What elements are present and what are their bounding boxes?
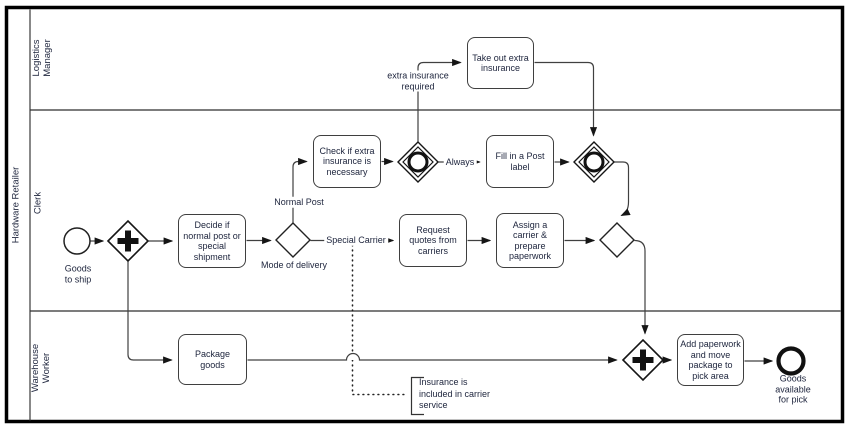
edge-label-always: Always [443, 156, 477, 168]
flow-package-to-join [247, 352, 618, 364]
inclusive-circle-icon [407, 151, 429, 173]
annotation-bracket [410, 376, 424, 416]
pool-label: Hardware Retailer [10, 166, 22, 244]
inclusive-gateway-1 [397, 141, 439, 183]
end-event-circle [776, 346, 806, 376]
edge-label-extra-insurance-required: extra insurance required [385, 70, 451, 92]
association-dotted-line [351, 244, 409, 396]
start-event-circle [63, 227, 91, 255]
flow-extra-insurance-required [417, 58, 462, 142]
plus-icon [117, 230, 139, 252]
task-take-out-extra-insurance: Take out extra insurance [467, 37, 534, 89]
inclusive-gateway-1-inner [402, 146, 434, 178]
task-package-goods: Package goods [178, 334, 247, 385]
gateway-label-mode-of-delivery: Mode of delivery [260, 259, 328, 270]
annotation-text: Insurance is included in carrier service [419, 377, 491, 410]
task-fill-post-label: Fill in a Post label [486, 135, 554, 188]
task-add-paperwork: Add paperwork and move package to pick a… [677, 334, 744, 386]
inclusive-gateway-2-inner [578, 146, 610, 178]
plus-icon [632, 349, 654, 371]
gateways [106, 141, 665, 382]
inclusive-circle-icon [583, 151, 605, 173]
task-check-extra-insurance: Check if extra insurance is necessary [313, 135, 381, 188]
pool-frame [4, 5, 845, 424]
lane-label-logistics-manager: Logistics Manager [31, 39, 53, 77]
lane-label-clerk: Clerk [32, 191, 44, 215]
task-request-quotes: Request quotes from carriers [399, 214, 467, 267]
lane-label-warehouse-worker: Warehouse Worker [30, 343, 52, 393]
start-event-label: Goods to ship [64, 263, 92, 285]
exclusive-gateway-merge [599, 222, 635, 258]
edge-label-normal-post: Normal Post [272, 196, 326, 208]
end-event-label: Goods available for pick [775, 373, 811, 405]
task-decide-shipment: Decide if normal post or special shipmen… [178, 214, 246, 268]
flow-inclusive2-to-merge [612, 161, 631, 217]
exclusive-gateway-mode-of-delivery [275, 222, 311, 258]
flow-hop-mask [346, 353, 360, 360]
edge-label-special-carrier: Special Carrier [324, 234, 388, 246]
flow-normal-post [292, 157, 308, 223]
flow-split-to-package [127, 261, 173, 364]
sequence-flows [90, 58, 774, 365]
flow-takeout-to-inclusive2 [534, 61, 598, 137]
task-assign-carrier: Assign a carrier & prepare paperwork [496, 213, 564, 268]
inclusive-gateway-2 [573, 141, 615, 183]
flow-merge-to-join [634, 239, 649, 335]
